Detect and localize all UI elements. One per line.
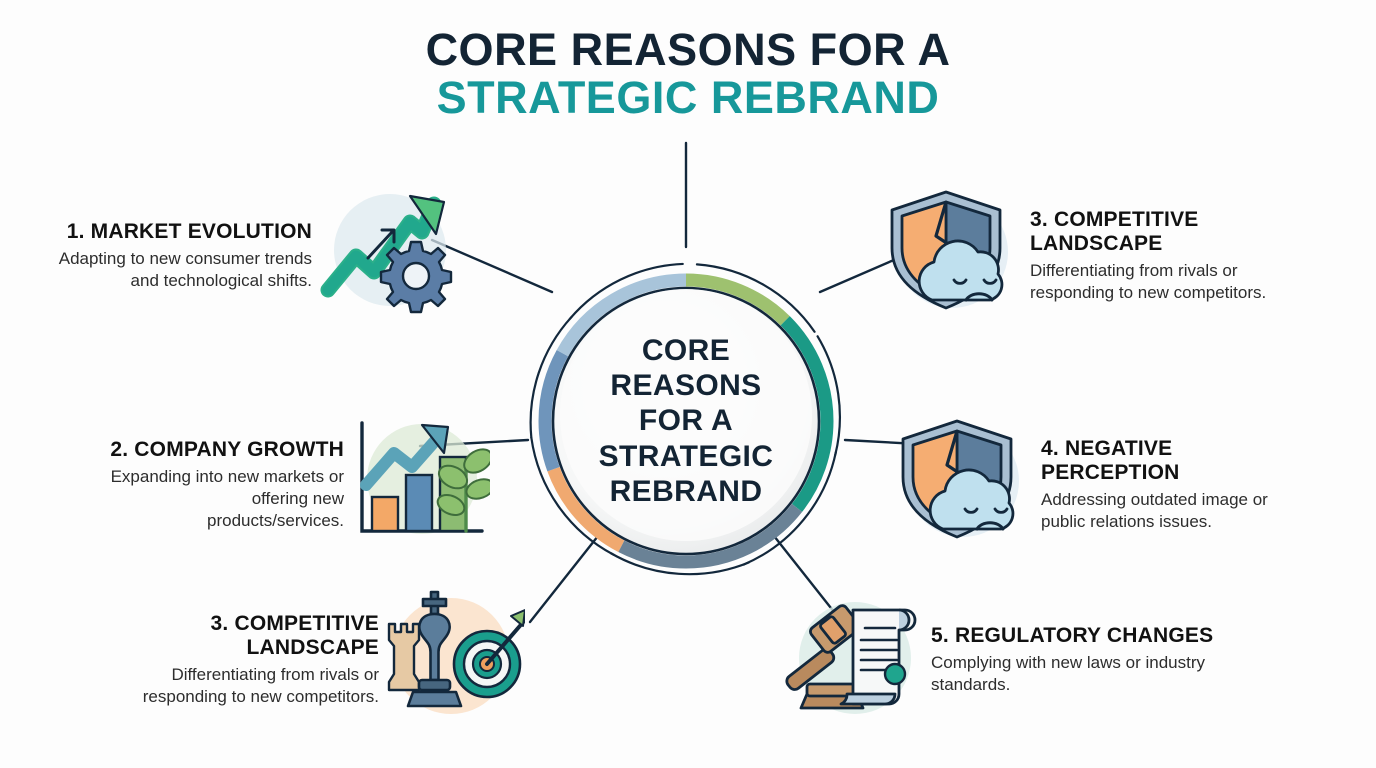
item-competitive-landscape-left[interactable]: 3. COMPETITIVE LANDSCAPE Differentiating… [105,590,525,730]
item-market-evolution[interactable]: 1. MARKET EVOLUTION Adapting to new cons… [42,186,462,326]
item-desc-competitive-landscape-left: Differentiating from rivals or respondin… [142,665,379,707]
item-regulatory-changes[interactable]: 5. REGULATORY CHANGES Complying with new… [785,590,1225,730]
item-title-market-evolution: 1. MARKET EVOLUTION [66,219,312,243]
cracked-shield-sad-cloud-icon [884,186,1024,326]
item-desc-market-evolution: Adapting to new consumer trends and tech… [58,249,312,291]
bar-chart-plant-icon [350,415,490,555]
item-negative-perception[interactable]: 4. NEGATIVE PERCEPTION Addressing outdat… [895,415,1335,555]
chess-target-icon [385,590,525,730]
growth-arrow-gear-icon [318,186,458,326]
page-title: CORE REASONS FOR A STRATEGIC REBRAND [0,26,1376,121]
item-desc-company-growth: Expanding into new markets or offering n… [110,467,344,531]
item-title-competitive-landscape-right: 3. COMPETITIVE LANDSCAPE [1030,207,1199,255]
hub-line-5: REBRAND [609,475,763,509]
hub-line-2: REASONS [610,368,762,402]
cracked-shield-sad-cloud-icon [895,415,1035,555]
gavel-document-icon [785,590,925,730]
item-title-competitive-landscape-left: 3. COMPETITIVE LANDSCAPE [210,611,379,659]
title-line-1: CORE REASONS FOR A [425,24,951,75]
center-hub: CORE REASONS FOR A STRATEGIC REBRAND [508,243,864,599]
item-title-regulatory-changes: 5. REGULATORY CHANGES [931,623,1214,647]
item-desc-regulatory-changes: Complying with new laws or industry stan… [931,653,1205,695]
item-desc-negative-perception: Addressing outdated image or public rela… [1041,490,1268,532]
hub-ring-graphic [529,262,841,576]
item-title-negative-perception: 4. NEGATIVE PERCEPTION [1041,436,1180,484]
item-title-company-growth: 2. COMPANY GROWTH [110,437,344,461]
hub-label: CORE REASONS FOR A STRATEGIC REBRAND [508,243,864,599]
item-company-growth[interactable]: 2. COMPANY GROWTH Expanding into new mar… [110,415,490,555]
item-desc-competitive-landscape-right: Differentiating from rivals or respondin… [1030,261,1267,303]
hub-line-3: FOR A [638,404,734,438]
title-line-2: STRATEGIC REBRAND [436,71,940,123]
hub-line-4: STRATEGIC [598,439,774,473]
item-competitive-landscape-right[interactable]: 3. COMPETITIVE LANDSCAPE Differentiating… [884,186,1324,326]
hub-line-1: CORE [641,333,731,367]
